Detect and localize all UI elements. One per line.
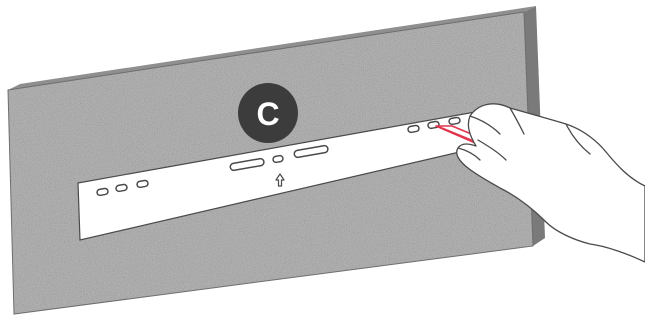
- wall-outline: [7, 11, 534, 315]
- bracket-slot: [427, 120, 440, 130]
- wall-top-face: [8, 6, 536, 90]
- bracket-slot: [96, 187, 109, 197]
- hand-icon: [456, 103, 645, 263]
- step-label: C: [256, 96, 279, 132]
- step-badge-icon: [238, 83, 298, 143]
- bracket-slot: [115, 183, 128, 193]
- bracket-slot: [272, 154, 284, 164]
- step-badge: C: [238, 83, 298, 143]
- bracket-slot: [448, 116, 461, 126]
- hand-with-pencil: [435, 103, 645, 263]
- bracket-slot-long: [293, 144, 329, 159]
- bracket-slot: [407, 124, 420, 134]
- arrow-up-icon: [275, 173, 285, 187]
- bracket-slot-long: [229, 157, 265, 172]
- bracket-slot: [136, 179, 149, 189]
